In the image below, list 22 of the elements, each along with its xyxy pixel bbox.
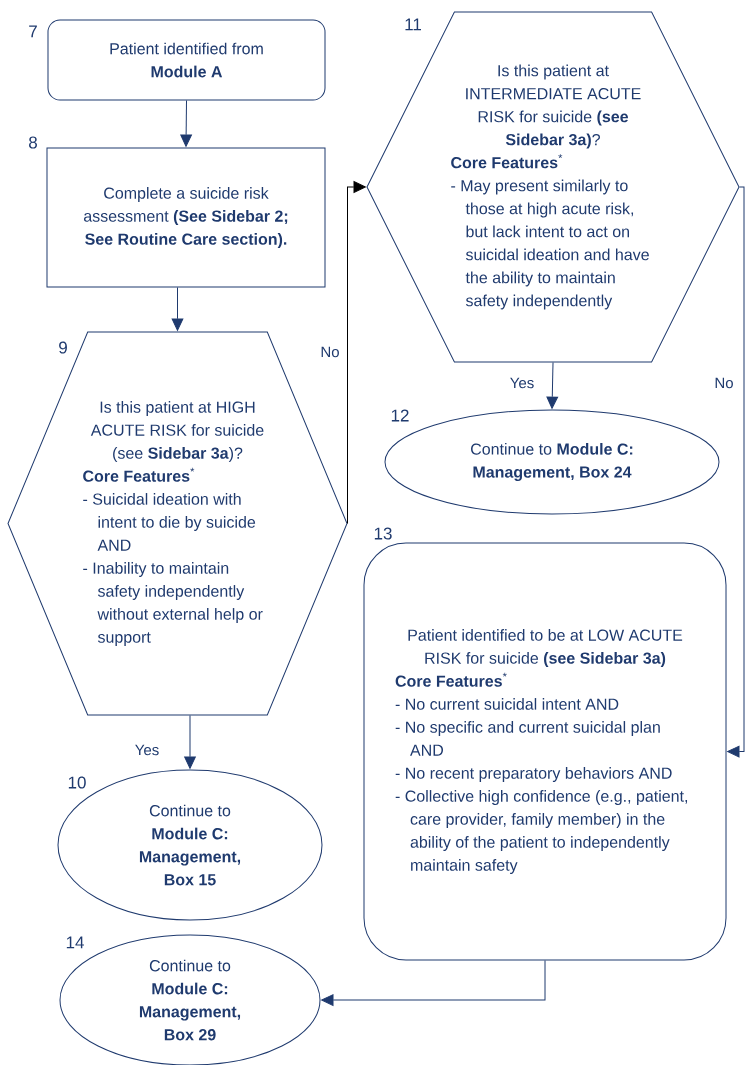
arrow: [184, 715, 196, 769]
edge-label: No: [319, 345, 341, 359]
arrow: [546, 362, 559, 409]
step-number: 10: [68, 776, 86, 789]
criteria-box: Patient identified to be at LOW ACUTE RISK for suicide (see Sidebar 3a) Core Features$^{*}$ - No current suicidal intent AND - No specific and current suicidal plan AND - No recent preparatory behaviors AND - Collective high confidence (e.g., patient, care provider, family member) in the ability of the patient to independently maintain safety: [363, 542, 727, 961]
step-number: 13: [374, 527, 392, 540]
arrow: [321, 960, 546, 1006]
step-number: 7: [29, 25, 37, 38]
step-number: 12: [391, 409, 409, 422]
edge-label: No: [713, 376, 735, 390]
arrow: [727, 186, 745, 758]
step-number: 14: [66, 936, 84, 949]
arrow: [171, 287, 184, 331]
step-number: 11: [405, 18, 421, 31]
step-number: 8: [29, 136, 37, 149]
edge-label: Yes: [508, 376, 536, 390]
arrow: [347, 181, 366, 524]
process-box: Complete a suicide risk assessment (See Sidebar 2; See Routine Care section).: [46, 147, 326, 288]
arrow: [180, 100, 192, 147]
step-number: 9: [59, 341, 67, 354]
start-box: Patient identified from Module A: [47, 19, 326, 101]
edge-label: Yes: [133, 743, 161, 757]
